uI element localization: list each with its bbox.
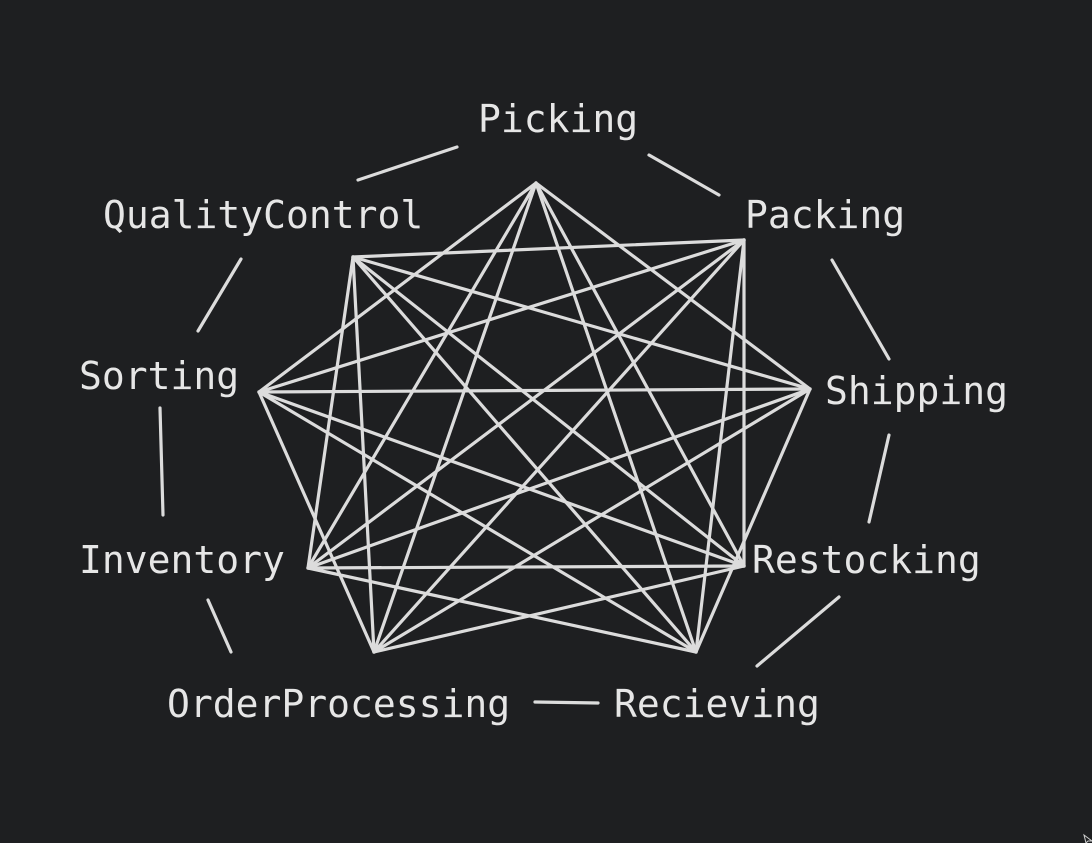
ring-edge-picking-packing	[647, 153, 721, 197]
node-label-inventory[interactable]: Inventory	[79, 538, 285, 582]
edge-shipping-inventory	[306, 387, 812, 570]
edge-recieving-sorting	[257, 390, 698, 654]
edge-recieving-quality-control	[351, 255, 698, 654]
edge-picking-sorting	[257, 181, 538, 394]
edge-restocking-sorting	[257, 390, 746, 568]
ring-edge-order-processing-inventory	[206, 598, 233, 654]
edge-picking-order-processing	[372, 181, 538, 654]
edge-order-processing-sorting	[257, 390, 376, 654]
mouse-cursor-icon	[1083, 833, 1092, 843]
edge-shipping-recieving	[694, 387, 812, 654]
edge-recieving-inventory	[306, 566, 698, 654]
ring-edge-packing-shipping	[830, 258, 891, 361]
ring-edge-sorting-quality-control	[196, 257, 243, 333]
edge-restocking-inventory	[306, 564, 746, 570]
edge-shipping-sorting	[257, 387, 812, 394]
edge-inventory-quality-control	[306, 255, 355, 570]
edge-picking-inventory	[306, 181, 538, 570]
node-label-sorting[interactable]: Sorting	[79, 354, 240, 398]
edge-packing-quality-control	[351, 238, 746, 259]
node-label-restocking[interactable]: Restocking	[752, 538, 981, 582]
edge-restocking-order-processing	[372, 564, 746, 654]
edge-packing-sorting	[257, 238, 746, 394]
edge-restocking-quality-control	[351, 255, 746, 568]
ring-edge-recieving-order-processing	[533, 700, 600, 705]
edge-order-processing-quality-control	[351, 255, 376, 654]
ring-edge-restocking-recieving	[755, 595, 841, 668]
node-label-shipping[interactable]: Shipping	[825, 369, 1009, 413]
node-label-recieving[interactable]: Recieving	[614, 682, 820, 726]
edge-packing-recieving	[694, 238, 746, 654]
edge-shipping-quality-control	[351, 255, 812, 391]
edge-packing-order-processing	[372, 238, 746, 654]
edge-picking-shipping	[534, 181, 812, 391]
node-label-packing[interactable]: Packing	[745, 193, 906, 237]
ring-edge-shipping-restocking	[867, 433, 891, 524]
ring-edge-quality-control-picking	[356, 145, 459, 182]
node-label-quality-control[interactable]: QualityControl	[103, 193, 424, 237]
node-label-order-processing[interactable]: OrderProcessing	[167, 682, 511, 726]
ring-edge-inventory-sorting	[158, 406, 165, 517]
edge-shipping-order-processing	[372, 387, 812, 654]
node-label-picking[interactable]: Picking	[478, 97, 639, 141]
edge-picking-recieving	[534, 181, 698, 654]
edge-packing-inventory	[306, 238, 746, 570]
